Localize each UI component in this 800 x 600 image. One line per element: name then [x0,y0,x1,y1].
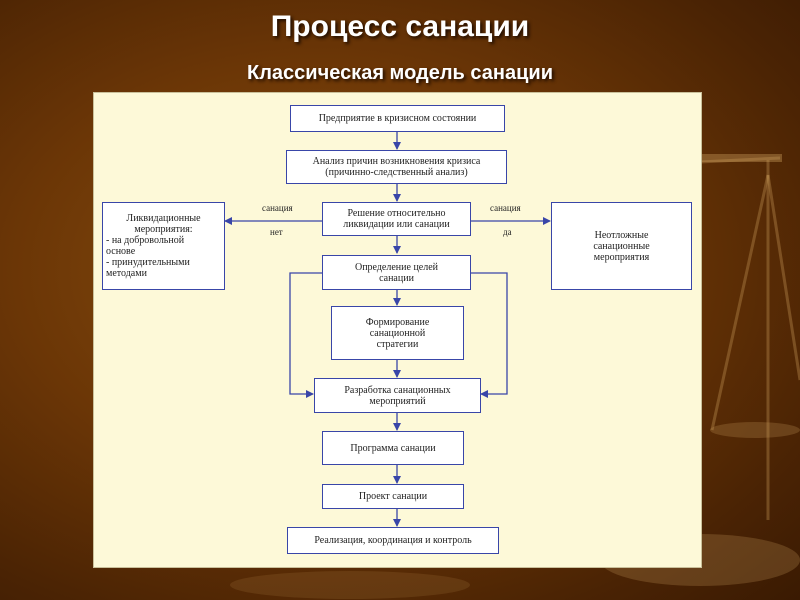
decision-node: Решение относительно ликвидации или сана… [322,202,471,236]
slide-title: Процесс санации [270,10,530,43]
program-node: Программа санации [322,431,464,465]
measures-node: Разработка санационных мероприятий [314,378,481,413]
strategy-node: Формирование санационной стратегии [331,306,464,360]
slide-subtitle: Классическая модель санации [247,62,553,84]
goals-node: Определение целей санации [322,255,471,290]
crisis-node: Предприятие в кризисном состоянии [290,105,505,132]
implementation-node: Реализация, координация и контроль [287,527,499,554]
edge-label-left-top: санация [262,203,293,213]
edge-label-left-bottom: нет [270,227,283,237]
diagram-panel: Предприятие в кризисном состоянии Анализ… [93,92,702,568]
liquidation-node: Ликвидационные мероприятия: - на доброво… [102,202,225,290]
diagram-connectors [224,132,551,527]
edge-label-right-top: санация [490,203,521,213]
project-node: Проект санации [322,484,464,509]
edge-label-right-bottom: да [503,227,512,237]
analysis-node: Анализ причин возникновения кризиса (при… [286,150,507,184]
urgent-measures-node: Неотложные санационные мероприятия [551,202,692,290]
